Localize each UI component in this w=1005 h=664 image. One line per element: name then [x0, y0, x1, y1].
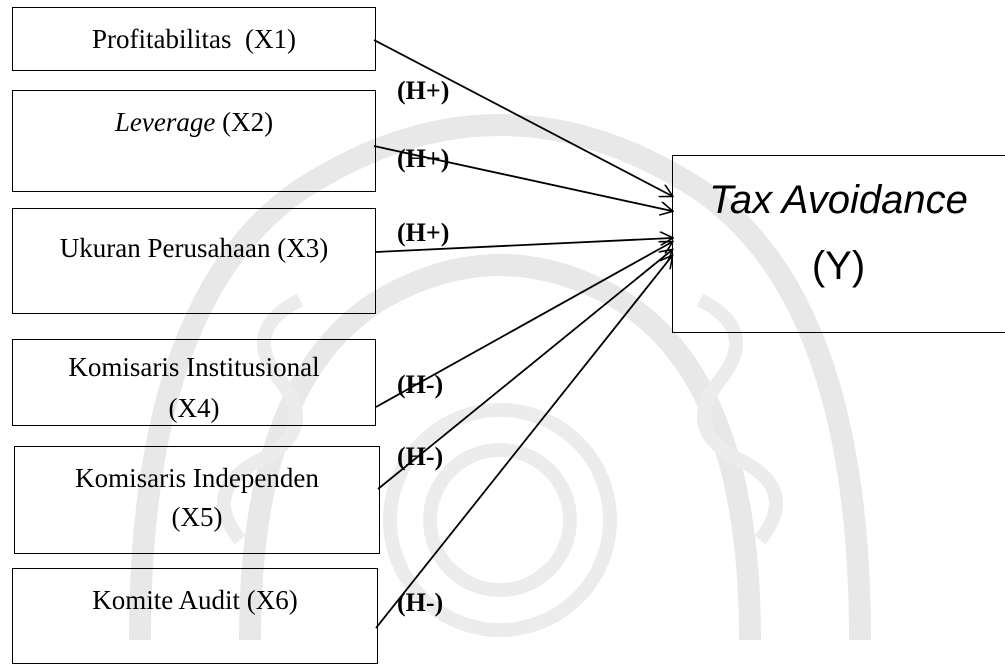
- hypothesis-label-h2: (H+): [397, 144, 450, 173]
- node-leverage: Leverage (X2): [12, 90, 376, 192]
- arrow-x5-y: [377, 250, 672, 490]
- node-ukuran-label: Ukuran Perusahaan (X3): [59, 233, 329, 263]
- arrow-x4-y: [375, 242, 672, 408]
- node-tax-avoidance: Tax Avoidance (Y): [672, 155, 1005, 333]
- node-leverage-code: (X2): [215, 107, 274, 137]
- node-x4-line1: Komisaris Institusional: [68, 352, 320, 382]
- arrow-x6-y: [375, 256, 672, 629]
- hypothesis-label-h3: (H+): [397, 218, 450, 247]
- node-profitabilitas-label: Profitabilitas (X1): [92, 24, 296, 54]
- arrow-x3-y: [375, 238, 672, 253]
- node-y-line2: (Y): [811, 244, 866, 288]
- node-x5-line1: Komisaris Independen: [75, 463, 319, 493]
- node-leverage-label: Leverage (X2): [13, 91, 375, 140]
- node-leverage-italic: Leverage: [114, 107, 216, 137]
- node-komite-audit: Komite Audit (X6): [12, 568, 378, 664]
- node-komisaris-independen: Komisaris Independen (X5): [14, 446, 380, 554]
- hypothesis-label-h6: (H-): [397, 588, 444, 617]
- node-profitabilitas: Profitabilitas (X1): [12, 7, 376, 71]
- hypothesis-label-h4: (H-): [397, 370, 444, 399]
- arrow-x1-y: [373, 39, 672, 196]
- node-x4-line2: (X4): [168, 393, 220, 424]
- arrow-x2-y: [373, 145, 672, 211]
- node-ukuran-perusahaan: Ukuran Perusahaan (X3): [12, 208, 376, 314]
- node-komisaris-institusional: Komisaris Institusional (X4): [12, 339, 376, 426]
- hypothesis-label-h1: (H+): [397, 76, 450, 105]
- hypothesis-label-h5: (H-): [397, 442, 444, 471]
- node-y-line1: Tax Avoidance: [709, 178, 968, 222]
- node-x5-line2: (X5): [171, 502, 223, 533]
- node-komite-audit-label: Komite Audit (X6): [92, 585, 298, 615]
